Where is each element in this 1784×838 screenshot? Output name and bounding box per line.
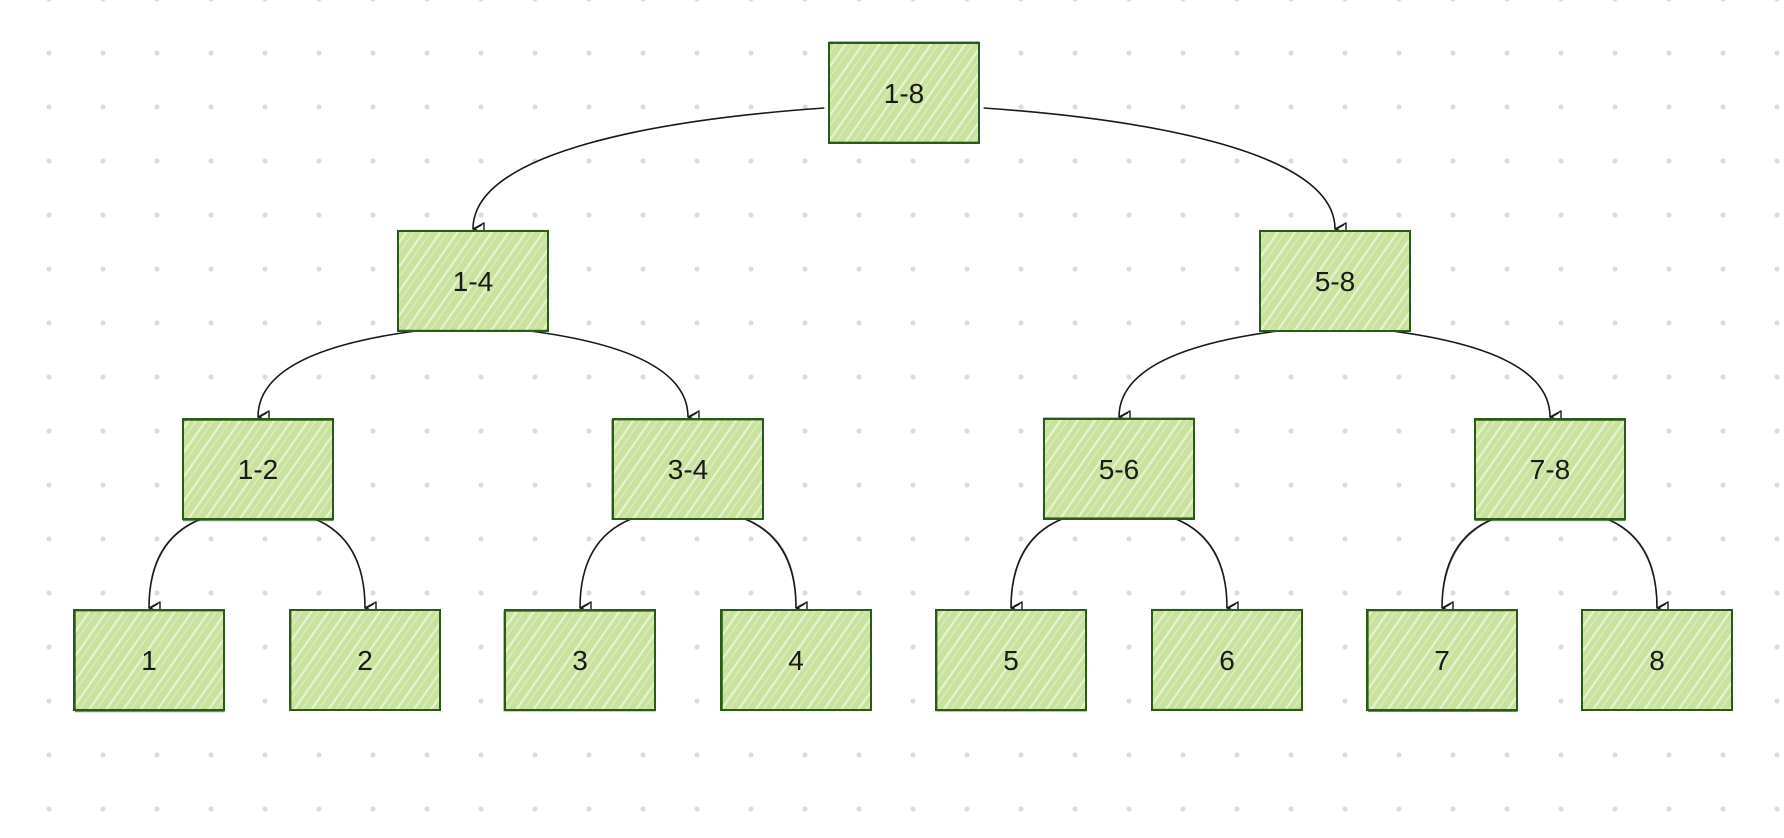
edge-sketch-stroke: [579, 518, 632, 609]
node-box: [720, 609, 872, 711]
node-box-sketch-outline: [611, 419, 764, 521]
tree-node-7-8[interactable]: 7-8: [1474, 418, 1626, 522]
node-label: 1-4: [453, 266, 493, 297]
node-label: 1: [141, 645, 157, 676]
edge-sketch-stroke: [148, 518, 201, 609]
node-label: 5-6: [1099, 454, 1139, 485]
edge-sketch-stroke: [1118, 330, 1278, 418]
node-box: [1474, 418, 1626, 520]
node-label: 3: [572, 645, 588, 676]
node-box-sketch-outline: [1581, 609, 1733, 711]
edge-sketch-stroke: [472, 107, 826, 230]
edge-sketch-stroke: [314, 518, 366, 609]
node-label: 4: [788, 645, 804, 676]
node-box-sketch-outline: [1367, 610, 1518, 712]
node-box-sketch-outline: [182, 419, 334, 522]
tree-node-1[interactable]: 1: [73, 609, 225, 713]
node-box-sketch-outline: [1151, 608, 1303, 710]
tree-node-7[interactable]: 7: [1366, 609, 1518, 712]
node-box: [504, 609, 656, 711]
node-box-sketch-outline: [503, 610, 656, 712]
node-box-sketch-outline: [74, 610, 225, 713]
tree-node-3[interactable]: 3: [503, 609, 656, 712]
node-label: 7-8: [1530, 454, 1570, 485]
node-label: 1-2: [238, 454, 278, 485]
node-box: [935, 609, 1087, 711]
node-box: [73, 609, 225, 711]
node-label: 1-8: [884, 78, 924, 109]
tree-node-5[interactable]: 5: [935, 609, 1087, 712]
node-box: [1366, 609, 1518, 711]
node-box-sketch-outline: [290, 609, 441, 711]
node-box-sketch-outline: [721, 609, 872, 712]
tree-node-1-4[interactable]: 1-4: [397, 229, 549, 332]
node-box: [828, 42, 980, 144]
tree-node-6[interactable]: 6: [1151, 608, 1303, 711]
node-box: [397, 230, 549, 332]
edge-sketch-stroke: [1392, 330, 1551, 418]
tree-node-1-2[interactable]: 1-2: [182, 418, 334, 522]
tree-node-5-8[interactable]: 5-8: [1259, 230, 1411, 332]
node-box: [1043, 418, 1195, 520]
node-box-sketch-outline: [1042, 417, 1195, 519]
edge-sketch-stroke: [1010, 518, 1064, 609]
node-box: [612, 418, 764, 520]
edge-sketch-stroke: [746, 518, 797, 609]
tree-node-2[interactable]: 2: [289, 609, 441, 711]
edges-layer: [148, 107, 1669, 615]
node-label: 8: [1649, 645, 1665, 676]
tree-node-4[interactable]: 4: [720, 609, 872, 712]
tree-node-3-4[interactable]: 3-4: [611, 418, 764, 521]
nodes-layer: 1-8 1-4 5-8 1-2 3-4 5-6 7-8 1 2 3 4 5 6 7 8: [73, 41, 1733, 713]
node-label: 5: [1003, 645, 1019, 676]
tree-node-5-6[interactable]: 5-6: [1042, 417, 1195, 520]
edge-sketch-stroke: [982, 107, 1336, 230]
edge-sketch-stroke: [1607, 518, 1658, 609]
node-label: 2: [357, 645, 373, 676]
node-box-sketch-outline: [397, 229, 549, 331]
node-label: 3-4: [668, 454, 708, 485]
node-box: [1259, 230, 1411, 332]
tree-node-8[interactable]: 8: [1581, 609, 1733, 711]
edge-3-4-to-4: [744, 518, 808, 615]
edge-sketch-stroke: [1441, 518, 1495, 609]
node-label: 7: [1434, 645, 1450, 676]
node-box-sketch-outline: [828, 41, 980, 143]
edge-sketch-stroke: [1174, 518, 1228, 609]
node-box-sketch-outline: [936, 609, 1087, 712]
node-label: 6: [1219, 645, 1235, 676]
edge-sketch-stroke: [529, 330, 689, 418]
node-label: 5-8: [1315, 266, 1355, 297]
node-box-sketch-outline: [1474, 419, 1626, 522]
tree-node-1-8[interactable]: 1-8: [828, 41, 980, 144]
node-box-sketch-outline: [1259, 230, 1411, 332]
edge-sketch-stroke: [257, 330, 417, 418]
